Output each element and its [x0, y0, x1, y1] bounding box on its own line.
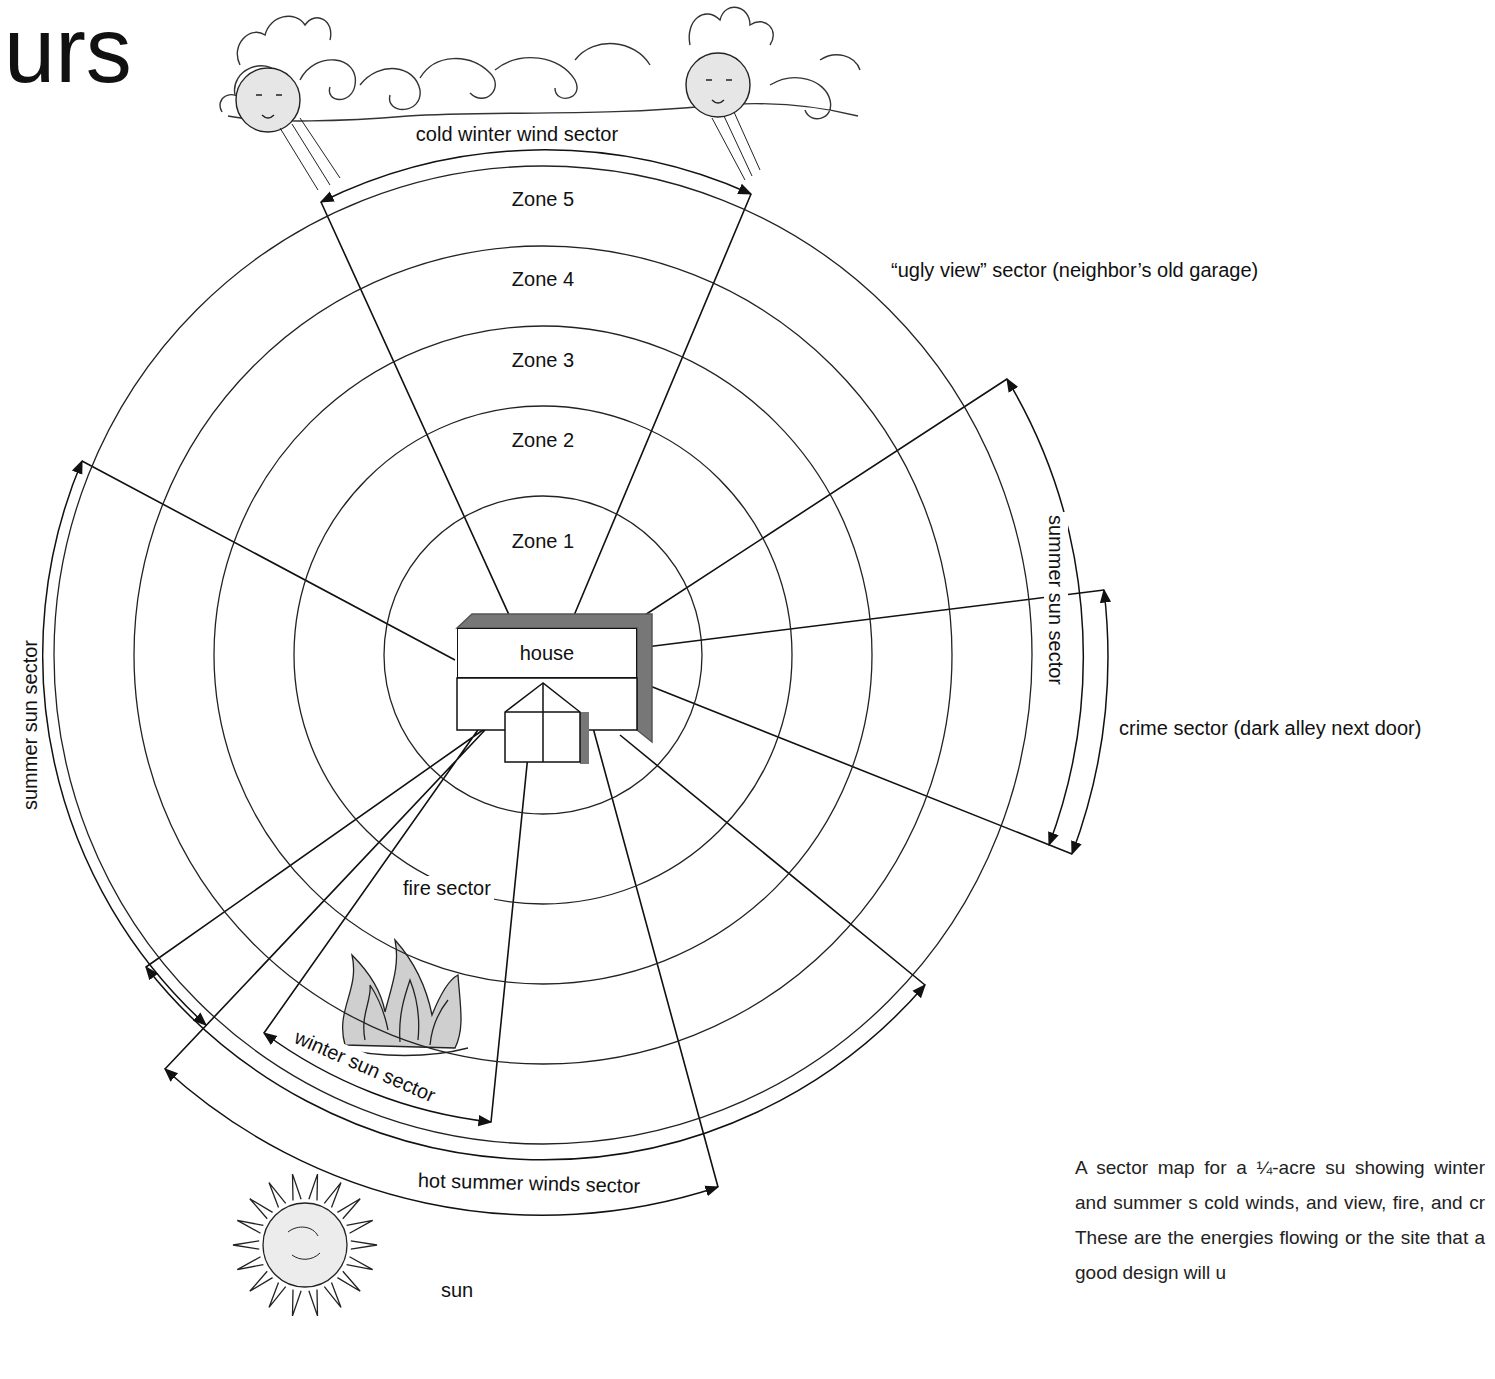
sun-ray [337, 1199, 360, 1219]
sector-arcs [43, 150, 1108, 1215]
zone-circle: Zone 5 Zone 4 Zone 3 Zone 2 Zone 1 house [53, 165, 1033, 1145]
zone-circle: Zone 2 Zone 1 house [293, 405, 793, 905]
zone-ring-line [384, 496, 702, 814]
sun-ray [293, 1174, 302, 1201]
zone-label-row: Zone 1 [383, 529, 703, 553]
sun-ray [250, 1271, 273, 1291]
sun-ray [351, 1241, 377, 1249]
zone-label: Zone 4 [509, 268, 577, 290]
zone-label: Zone 3 [509, 349, 577, 371]
zone-ring-line [294, 406, 792, 904]
sector-label: “ugly view” sector (neighbor’s old garag… [888, 258, 1261, 282]
house-box: house [457, 628, 637, 678]
zone-label-row: Zone 2 [293, 428, 793, 452]
figure-caption: A sector map for a ¼-acre su showing win… [1075, 1150, 1485, 1290]
sector-label: hot summer winds sector [415, 1168, 644, 1198]
zone-label: Zone 5 [509, 188, 577, 210]
zone-ring-line [54, 166, 1032, 1144]
sector-lines [82, 194, 1104, 1187]
sun-ray [237, 1220, 263, 1233]
house-label: house [520, 641, 575, 665]
sun-label: sun [438, 1278, 476, 1302]
zone-circle: Zone 3 Zone 2 Zone 1 house [213, 325, 873, 985]
sector-label: fire sector [400, 876, 494, 900]
sun-ray [269, 1183, 286, 1208]
slide-title: urs [4, 4, 132, 96]
sun-ray [293, 1289, 302, 1316]
sun-ray [324, 1183, 341, 1208]
sector-label: cold winter wind sector [413, 122, 621, 146]
sun-ray [347, 1257, 373, 1270]
sun-ray [337, 1271, 360, 1291]
zone-label: Zone 2 [509, 429, 577, 451]
zone-ring-line [134, 246, 952, 1064]
zone-circle: Zone 1 house [383, 495, 703, 815]
sun-ray [233, 1241, 259, 1249]
wind-faces [236, 53, 760, 190]
sector-label: crime sector (dark alley next door) [1116, 716, 1424, 740]
sun-ray [309, 1174, 318, 1201]
sun-ray [324, 1283, 341, 1308]
sun-ray [347, 1220, 373, 1233]
zone-label-row: Zone 4 [133, 267, 953, 291]
sun-ray [237, 1257, 263, 1270]
sector-label: summer sun sector [18, 637, 42, 813]
zone-ring-line [214, 326, 872, 984]
sector-label: winter sun sector [288, 1024, 442, 1109]
sun-drawing [233, 1174, 377, 1316]
fire-drawing [338, 940, 468, 1056]
zone-circle: Zone 4 Zone 3 Zone 2 Zone 1 house [133, 245, 953, 1065]
sun-ray [250, 1199, 273, 1219]
sun-ray [269, 1283, 286, 1308]
house-drawing [457, 614, 652, 764]
sun-ray [309, 1289, 318, 1316]
zone-label: Zone 1 [509, 530, 577, 552]
sector-label: summer sun sector [1044, 512, 1068, 688]
zone-label-row: Zone 3 [213, 348, 873, 372]
zone-label-row: Zone 5 [53, 187, 1033, 211]
clouds [220, 7, 860, 121]
